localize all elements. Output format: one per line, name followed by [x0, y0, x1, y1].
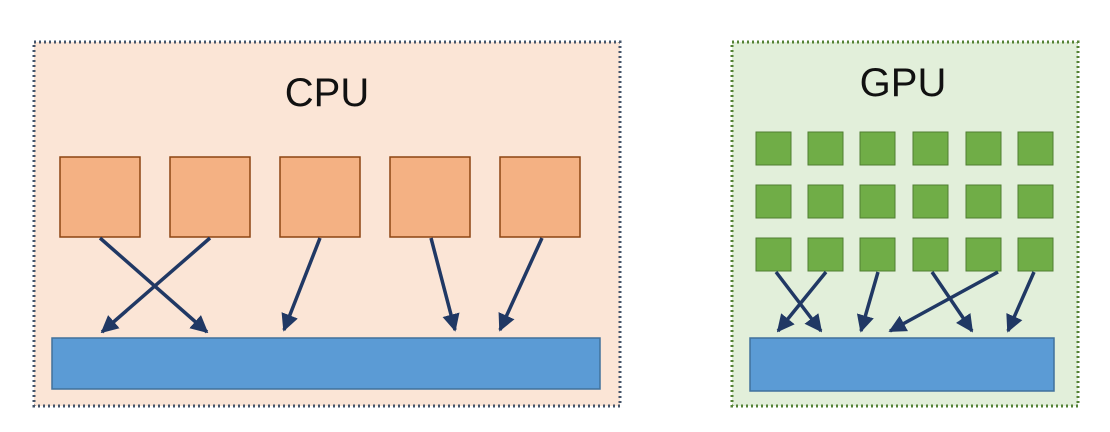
cpu-core [59, 156, 141, 238]
gpu-core [755, 237, 792, 272]
gpu-arrows [774, 270, 1036, 333]
gpu-cores [755, 131, 1054, 272]
gpu-panel: GPU [730, 40, 1080, 408]
gpu-core [807, 131, 844, 166]
gpu-arrow [774, 270, 823, 333]
gpu-core [912, 237, 949, 272]
gpu-core [965, 131, 1002, 166]
gpu-title: GPU [860, 61, 947, 105]
cpu-arrows [98, 236, 544, 334]
gpu-memory-bar [749, 337, 1055, 392]
gpu-core [859, 184, 896, 219]
cpu-core [169, 156, 251, 238]
gpu-core [965, 237, 1002, 272]
cpu-arrow [429, 237, 460, 332]
gpu-arrow [856, 271, 880, 333]
gpu-arrow [776, 270, 828, 333]
gpu-core [755, 184, 792, 219]
gpu-core [859, 131, 896, 166]
cpu-core [389, 156, 471, 238]
gpu-arrow [888, 270, 999, 333]
cpu-arrow [498, 237, 544, 332]
gpu-core [859, 237, 896, 272]
gpu-core [1017, 131, 1054, 166]
gpu-core [807, 184, 844, 219]
gpu-core [965, 184, 1002, 219]
gpu-core [1017, 237, 1054, 272]
cpu-core [279, 156, 361, 238]
gpu-arrow [930, 271, 974, 333]
cpu-core [499, 156, 581, 238]
cpu-arrow [281, 237, 322, 332]
cpu-arrow [100, 236, 212, 334]
cpu-cores [59, 156, 581, 238]
gpu-core [1017, 184, 1054, 219]
gpu-arrow [1006, 271, 1036, 333]
cpu-panel: CPU [32, 40, 622, 408]
gpu-core [912, 131, 949, 166]
cpu-memory-bar [51, 337, 601, 390]
cpu-title: CPU [285, 71, 369, 115]
gpu-core [755, 131, 792, 166]
gpu-core [912, 184, 949, 219]
gpu-core [807, 237, 844, 272]
